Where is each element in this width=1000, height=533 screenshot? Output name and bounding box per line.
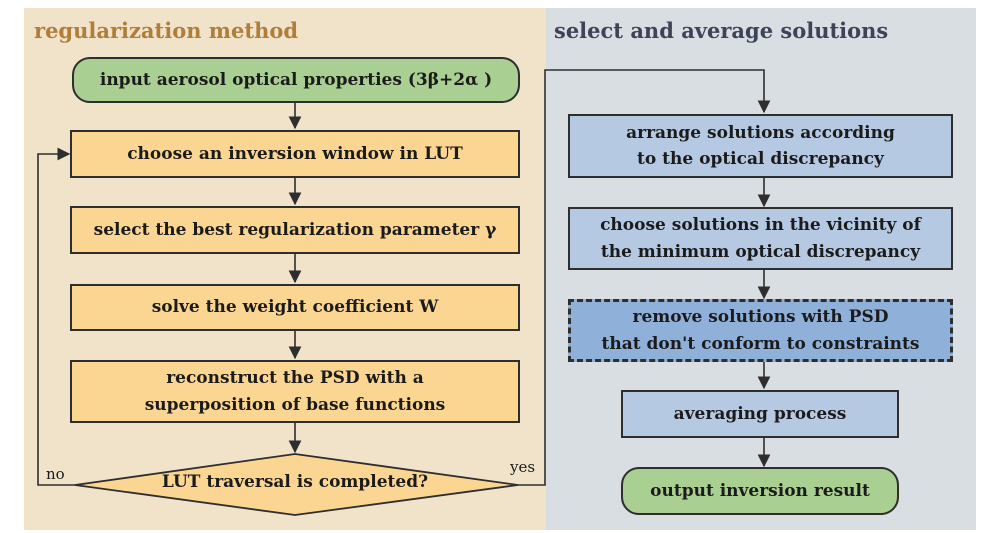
step4-label: reconstruct the PSD with a superposition… (144, 368, 446, 415)
step-choose-solutions: choose solutions in the vicinity of the … (568, 207, 953, 270)
left-panel-title: regularization method (34, 18, 299, 43)
step-averaging-process: averaging process (621, 390, 899, 438)
step-choose-inversion-window: choose an inversion window in LUT (70, 130, 520, 178)
yes-label: yes (510, 458, 536, 476)
step-select-regularization-parameter: select the best regularization parameter… (70, 206, 520, 254)
no-label: no (46, 465, 65, 483)
r-step1-label: arrange solutions according to the optic… (626, 122, 895, 169)
step3-label: solve the weight coefficient W (151, 297, 439, 318)
step2-label: select the best regularization parameter… (93, 219, 497, 240)
right-panel-title: select and average solutions (554, 18, 889, 43)
step-arrange-solutions: arrange solutions according to the optic… (568, 114, 953, 178)
end-label: output inversion result (650, 480, 870, 501)
start-label: input aerosol optical properties (3β+2α … (99, 69, 493, 90)
step-reconstruct-psd: reconstruct the PSD with a superposition… (70, 360, 520, 423)
decision-label: LUT traversal is completed? (161, 472, 429, 492)
end-terminal: output inversion result (621, 467, 899, 515)
r-step4-label: averaging process (673, 403, 847, 424)
r-step2-label: choose solutions in the vicinity of the … (600, 215, 921, 262)
step-solve-weight-coefficient: solve the weight coefficient W (70, 284, 520, 331)
r-step3-label: remove solutions with PSD that don't con… (601, 307, 920, 354)
step1-label: choose an inversion window in LUT (127, 143, 463, 164)
start-terminal: input aerosol optical properties (3β+2α … (72, 57, 520, 103)
step-remove-solutions: remove solutions with PSD that don't con… (568, 299, 953, 362)
